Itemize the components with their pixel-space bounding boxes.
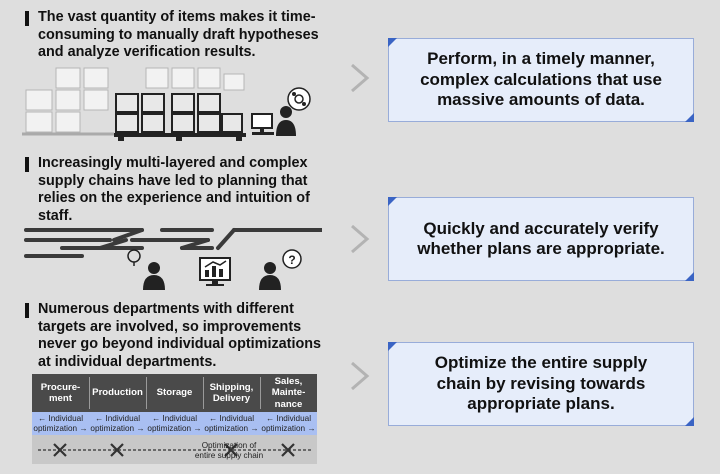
heading-marker — [25, 157, 29, 172]
blocked-connection-line — [38, 443, 311, 457]
worker-computer-icon — [251, 87, 311, 136]
individual-optimization-band — [32, 412, 317, 435]
department-header-bar — [32, 374, 317, 412]
supply-network-illustration: ? — [24, 228, 322, 290]
problem-heading-1: The vast quantity of items makes it time… — [25, 9, 319, 62]
problem-heading-2: Increasingly multi-layered and complex s… — [25, 155, 310, 225]
svg-text:?: ? — [288, 253, 295, 267]
divider — [146, 377, 147, 409]
box-corner — [388, 197, 397, 206]
supply-chain-table: Procure-ment Production Storage Shipping… — [32, 374, 317, 464]
department-procurement: Procure-ment — [40, 381, 81, 405]
problem-heading-3: Numerous departments with different targ… — [25, 301, 321, 371]
department-storage: Storage — [156, 387, 193, 399]
divider — [203, 377, 204, 409]
heading-marker — [25, 303, 29, 318]
warehouse-illustration — [22, 67, 311, 141]
chevron-right-icon — [351, 224, 370, 254]
chevron-right-icon — [351, 63, 370, 93]
chevron-right-icon — [351, 361, 370, 391]
solution-box-2: Quickly and accurately verify whether pl… — [388, 197, 694, 281]
solution-box-1: Perform, in a timely manner, complex cal… — [388, 38, 694, 122]
department-shipping: Shipping,Delivery — [209, 381, 254, 405]
idea-person-icon — [127, 249, 165, 290]
box-corner — [685, 113, 694, 122]
box-corner — [388, 38, 397, 47]
divider — [89, 377, 90, 409]
department-sales: Sales,Mainte-nance — [271, 375, 306, 410]
box-corner — [388, 342, 397, 351]
heading-marker — [25, 11, 29, 26]
solution-box-3: Optimize the entire supply chain by revi… — [388, 342, 694, 426]
box-corner — [685, 272, 694, 281]
box-corner — [685, 417, 694, 426]
chart-monitor-icon — [199, 257, 231, 286]
department-production: Production — [92, 387, 143, 399]
question-person-icon: ? — [259, 249, 302, 290]
divider — [260, 377, 261, 409]
